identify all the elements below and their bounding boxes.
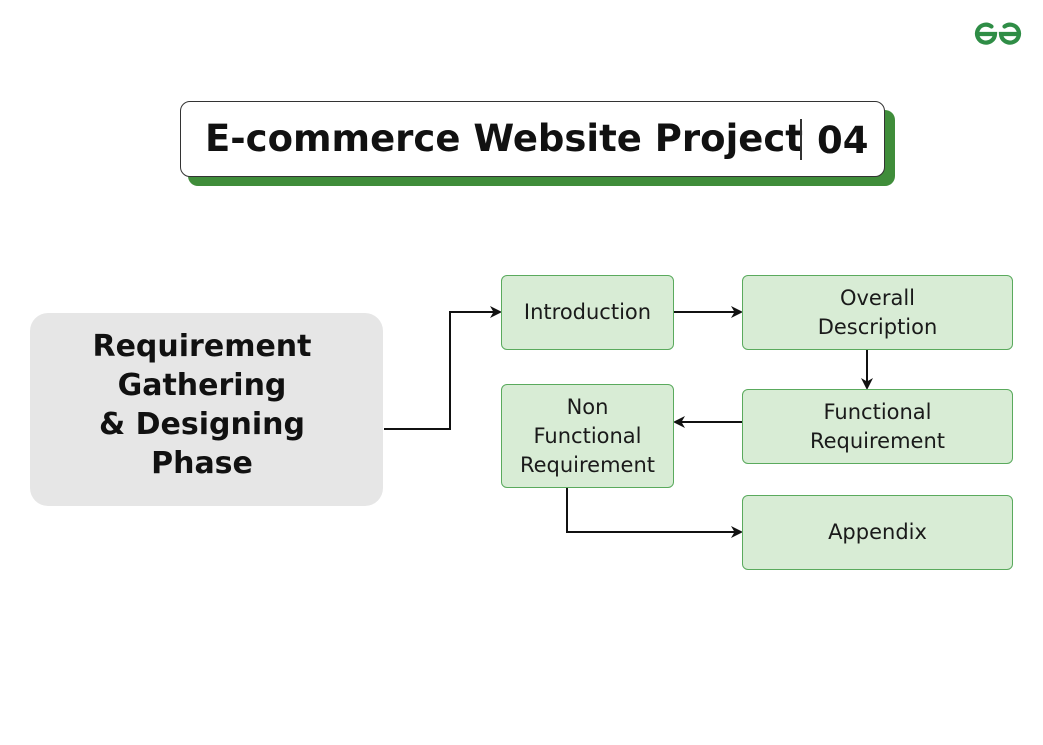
node-introduction: Introduction (501, 275, 674, 350)
node-label: Functional (823, 399, 932, 424)
phase-box (30, 313, 383, 506)
title-box: E-commerce Website Project 04 (180, 101, 885, 177)
phase-line: Phase (151, 446, 253, 481)
phase-line: Requirement (92, 329, 312, 364)
phase-line: & Designing (99, 407, 305, 442)
node-label: Description (817, 314, 938, 339)
arrow-nonfunctional-to-appendix (566, 488, 743, 538)
node-label: Requirement (519, 452, 656, 477)
node-label: Requirement (809, 428, 946, 453)
node-label: Introduction (523, 300, 652, 324)
title-separator (800, 119, 802, 160)
page-title: E-commerce Website Project (205, 117, 803, 160)
node-non-functional-requirement: Non Functional Requirement (501, 384, 674, 488)
node-appendix: Appendix (742, 495, 1013, 570)
phase-line: Gathering (117, 368, 287, 403)
node-label: Functional (533, 423, 642, 448)
arrow-phase-to-introduction (384, 306, 502, 430)
node-label: Overall (839, 285, 916, 310)
gfg-logo-icon (974, 22, 1022, 45)
node-label: Non (566, 394, 609, 419)
phase-label: Requirement Gathering & Designing Phase (52, 327, 352, 483)
title-number: 04 (817, 119, 869, 162)
node-label: Appendix (828, 520, 927, 544)
node-overall-description: Overall Description (742, 275, 1013, 350)
node-functional-requirement: Functional Requirement (742, 389, 1013, 464)
